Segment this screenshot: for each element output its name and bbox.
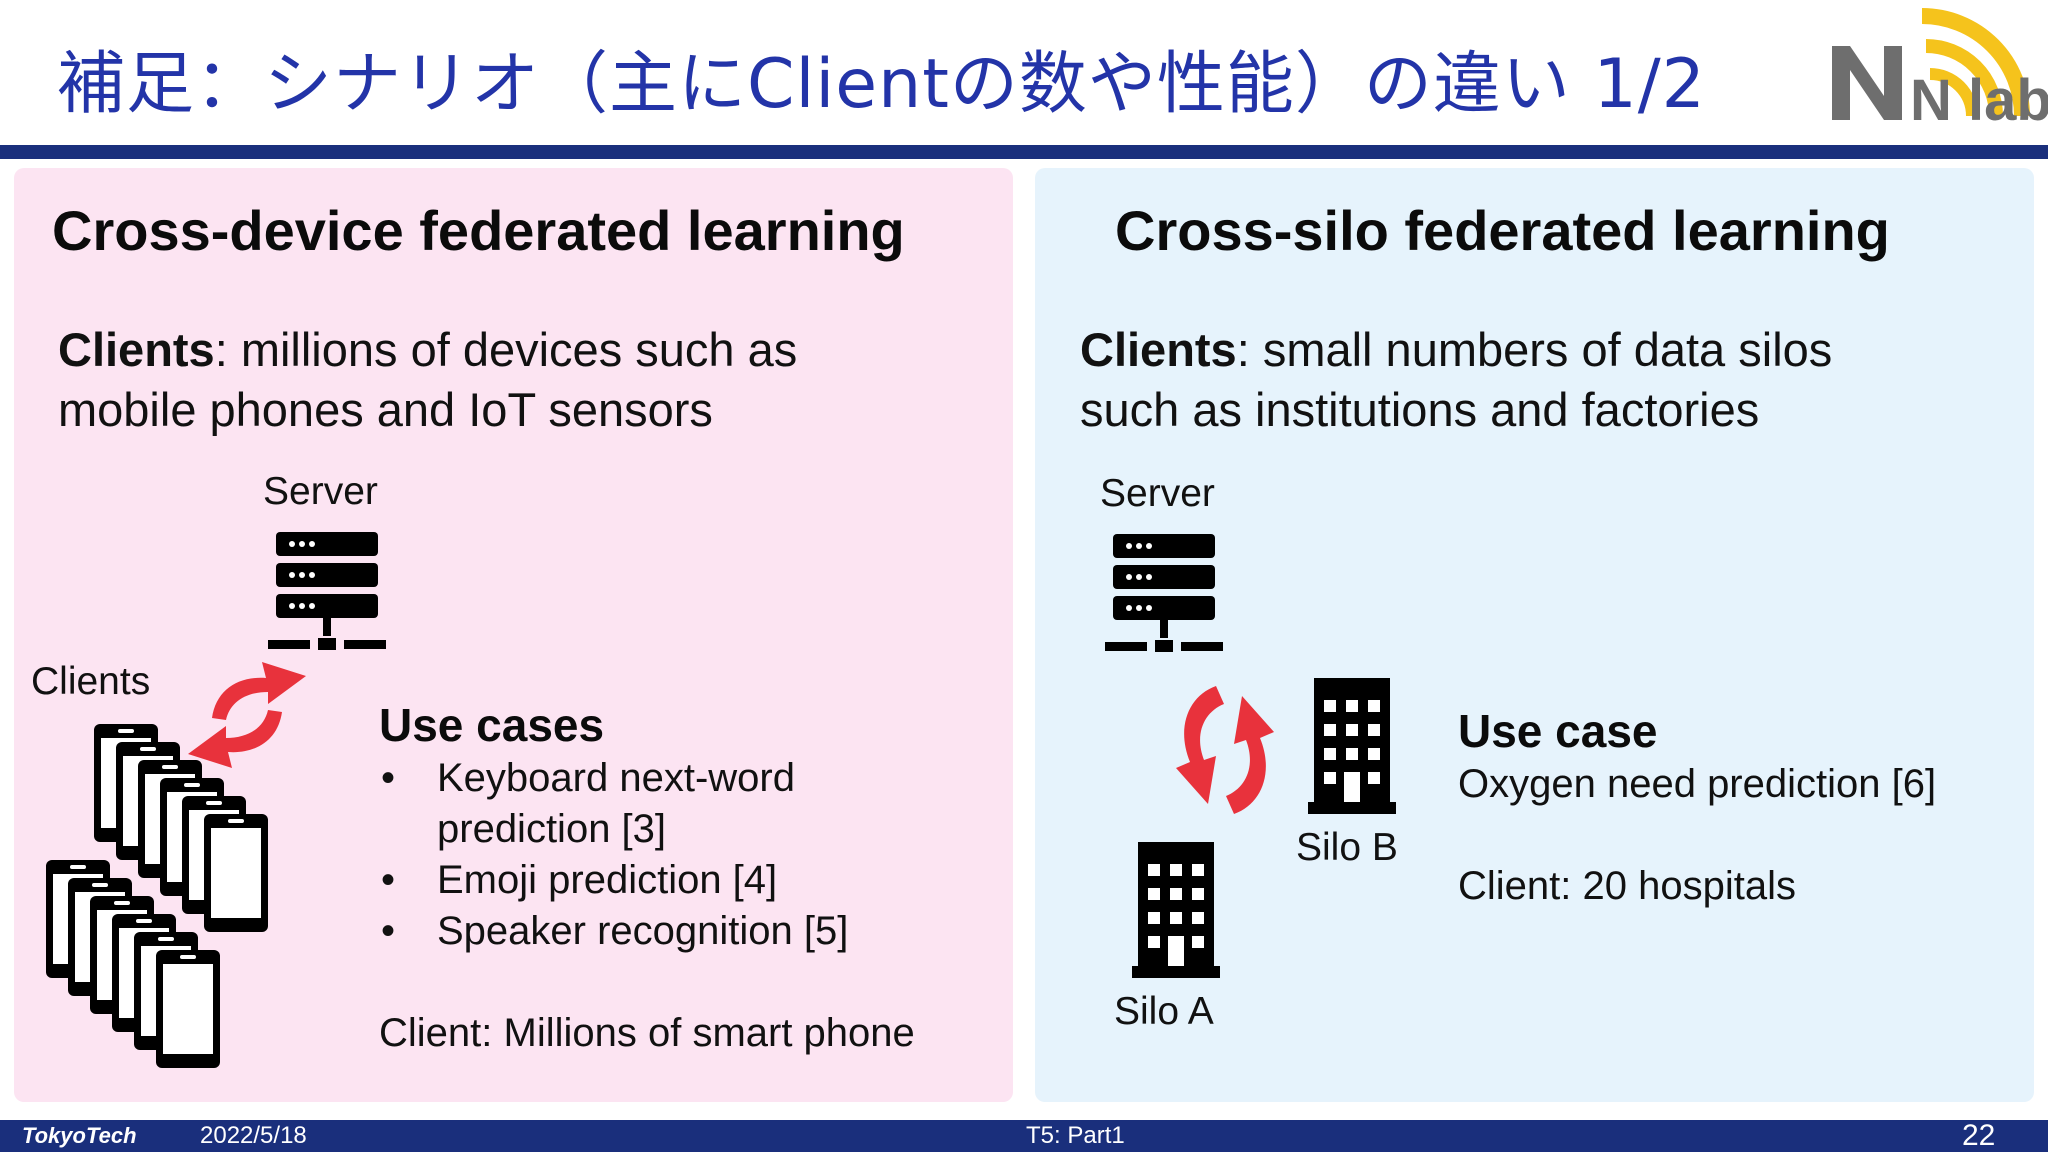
clients-label: Clients (31, 660, 151, 703)
usecases-title: Use cases (379, 699, 605, 751)
footer-date: 2022/5/18 (200, 1122, 307, 1149)
usecase-title: Use case (1458, 705, 1658, 757)
cross-device-heading: Cross-device federated learning (52, 199, 905, 262)
silo-b-label: Silo B (1296, 826, 1398, 869)
list-item: Emoji prediction [4] (379, 855, 848, 906)
cross-device-description: Clients: millions of devices such as mob… (58, 320, 797, 440)
sync-arrows-icon (1176, 686, 1274, 814)
client-note: Client: 20 hospitals (1458, 864, 1796, 908)
building-icon (1308, 678, 1396, 814)
page-number: 22 (1962, 1119, 1996, 1152)
cross-silo-heading: Cross-silo federated learning (1115, 199, 1890, 262)
desc-line-2: mobile phones and IoT sensors (58, 383, 713, 436)
smartphone-stack (46, 724, 268, 1068)
footer-org: TokyoTech (22, 1123, 137, 1148)
server-label: Server (1100, 472, 1215, 515)
server-icon (1105, 534, 1223, 652)
list-item: Speaker recognition [5] (379, 906, 848, 957)
silo-a-label: Silo A (1114, 990, 1214, 1033)
footer-session: T5: Part1 (1026, 1122, 1125, 1149)
client-note: Client: Millions of smart phone (379, 1011, 915, 1055)
list-item: Keyboard next-word (379, 753, 848, 804)
server-label: Server (263, 470, 378, 513)
usecases-list: Keyboard next-word prediction [3] Emoji … (379, 753, 848, 957)
header-divider (0, 145, 2048, 159)
desc-line-2: such as institutions and factories (1080, 383, 1760, 436)
clients-term: Clients (1080, 323, 1237, 376)
cross-silo-description: Clients: small numbers of data silos suc… (1080, 320, 1832, 440)
list-item-continuation: prediction [3] (437, 807, 667, 851)
usecase-item: Oxygen need prediction [6] (1458, 762, 1937, 806)
footer-bar: TokyoTech 2022/5/18 T5: Part1 22 (0, 1120, 2048, 1152)
slide-title: 補足：シナリオ（主にClientの数や性能）の違い 1/2 (57, 45, 1706, 124)
clients-term: Clients (58, 323, 215, 376)
desc-line-1: : millions of devices such as (214, 323, 798, 376)
sync-arrows-icon (188, 662, 306, 768)
nlab-logo: N lab (1832, 8, 2048, 133)
logo-text: N lab (1910, 68, 2048, 133)
desc-line-1: : small numbers of data silos (1236, 323, 1833, 376)
building-icon (1132, 842, 1220, 978)
server-icon (268, 532, 386, 650)
